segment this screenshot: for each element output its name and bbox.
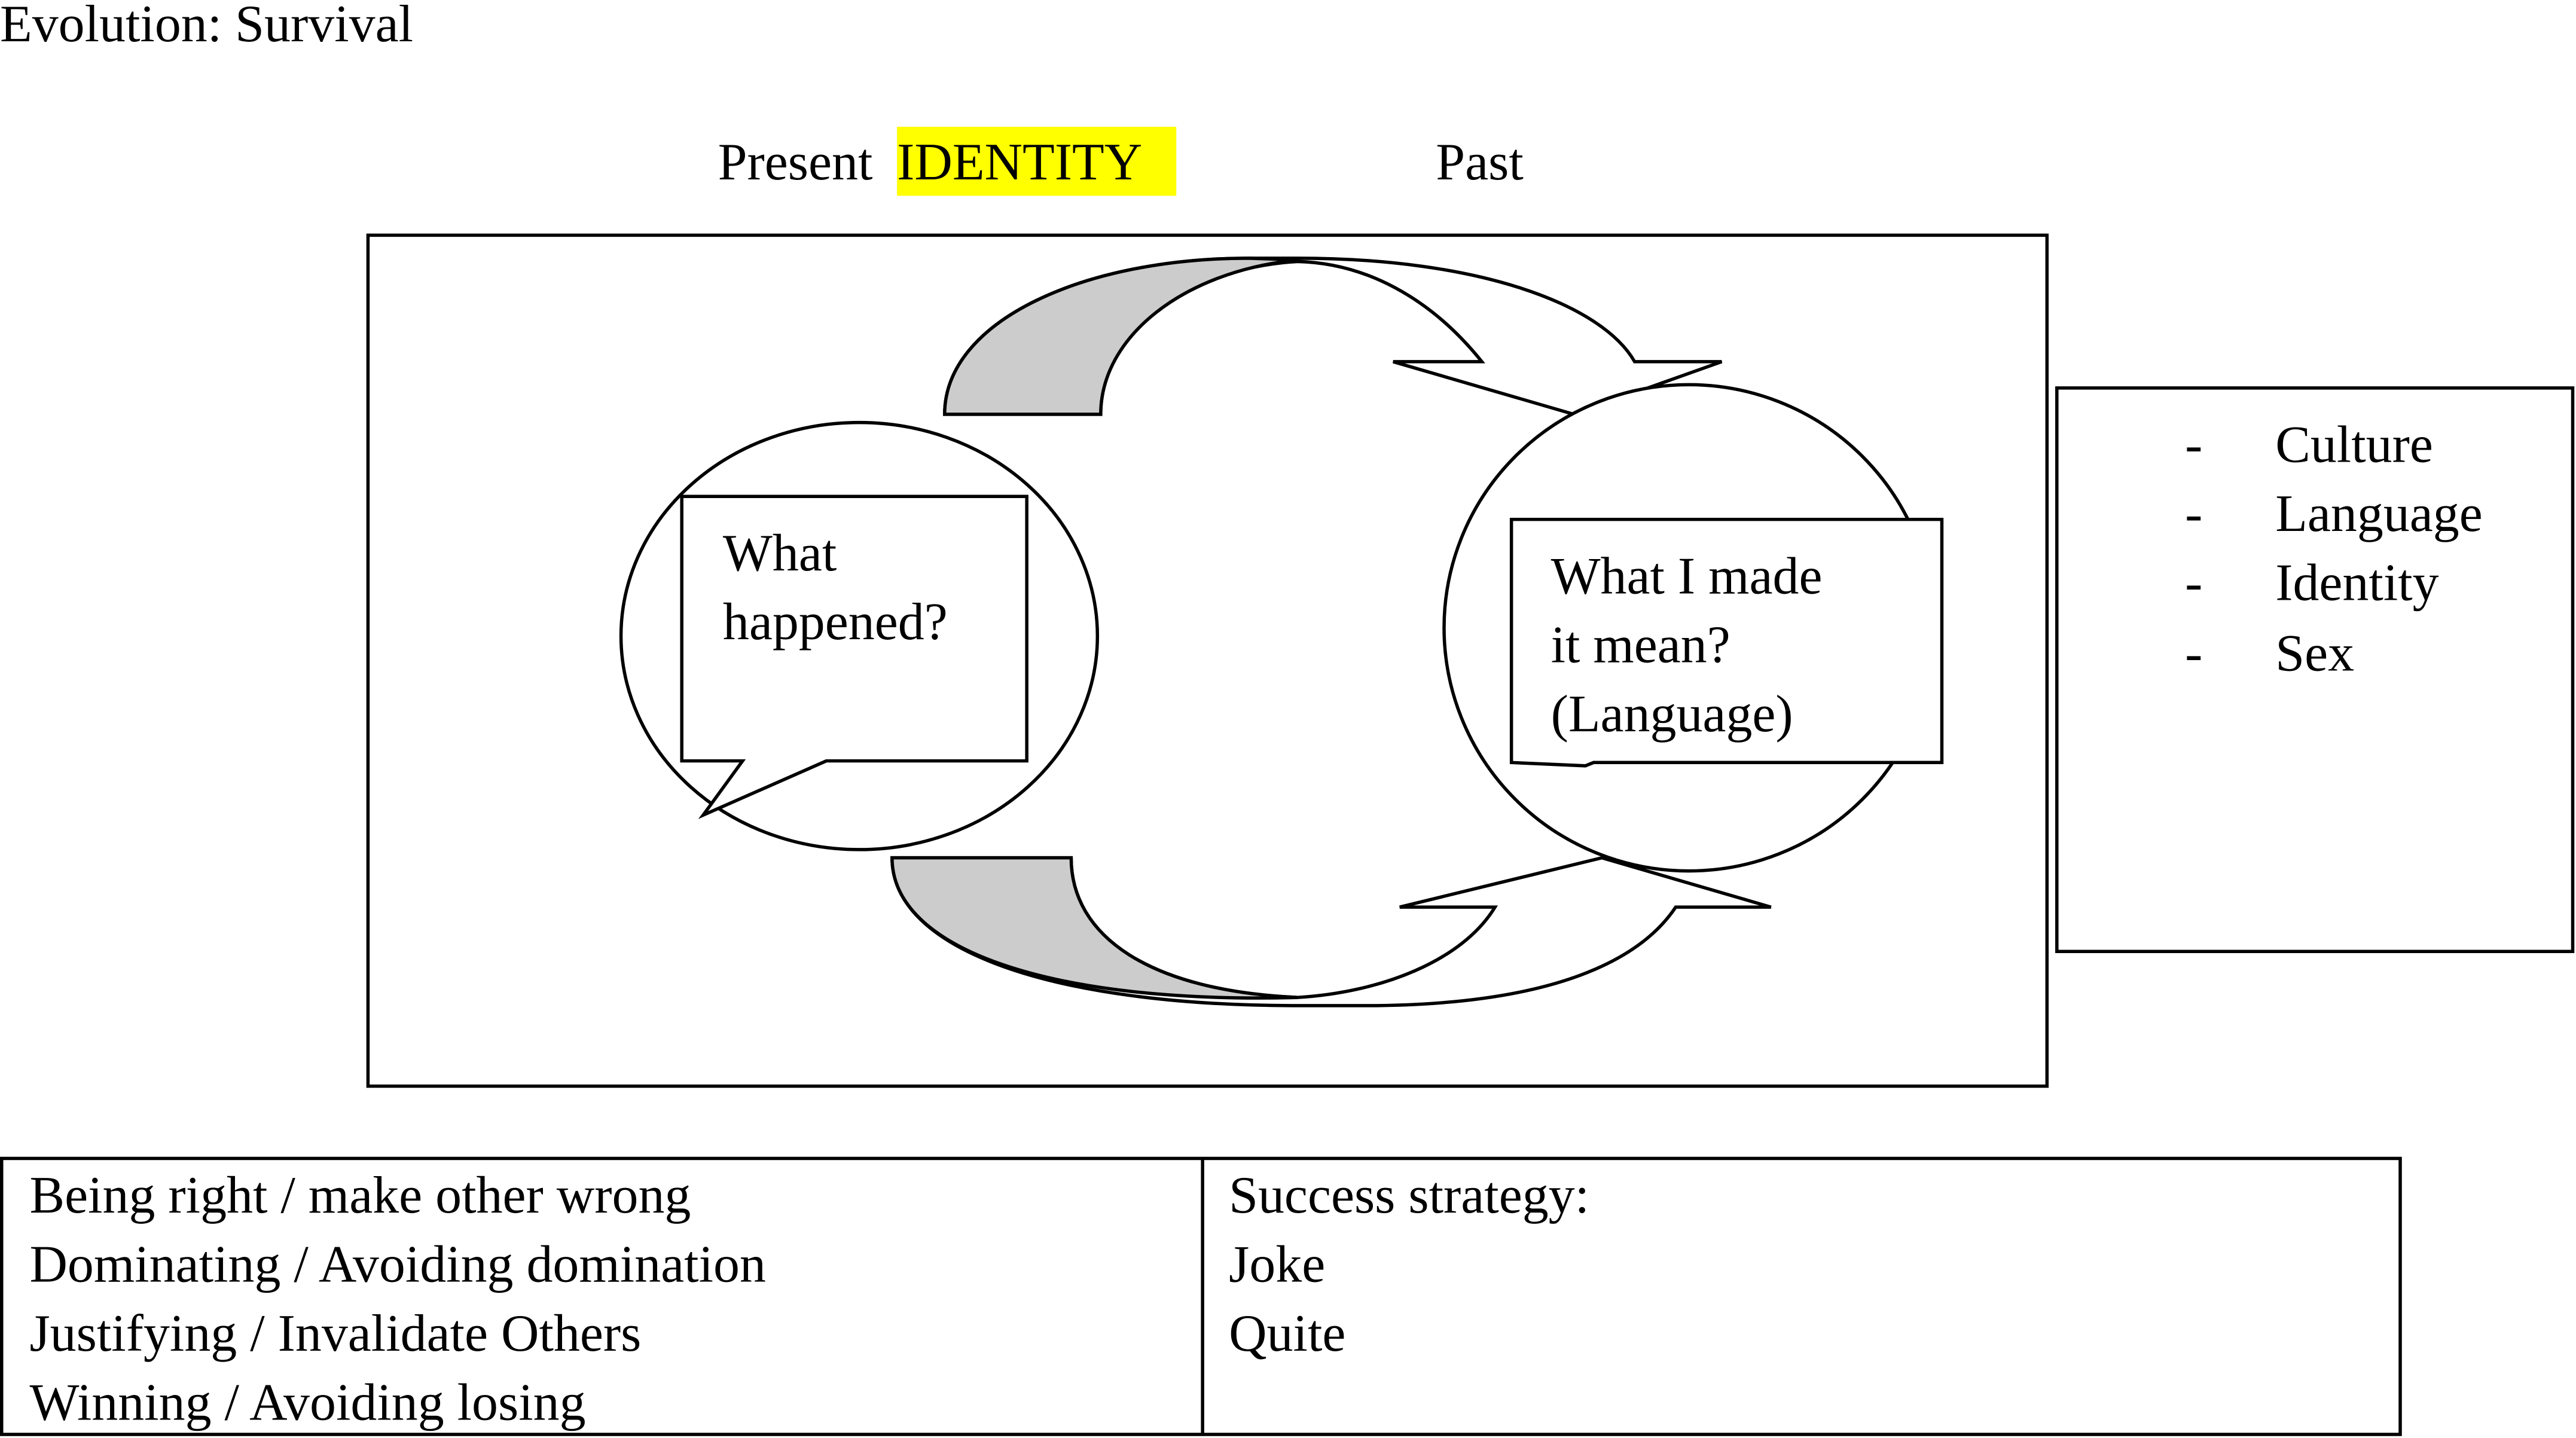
table-cell: Being right / make other wrong <box>29 1167 691 1225</box>
past-label: Past <box>1436 133 1524 191</box>
side-list: - Culture - Language - Identity - Sex <box>2185 416 2483 683</box>
top-curved-arrow <box>943 257 1723 416</box>
bullet: - <box>2185 416 2202 474</box>
right-bubble-line: What I made <box>1551 547 1823 605</box>
left-bubble-line: happened? <box>723 593 948 651</box>
table-cell: Dominating / Avoiding domination <box>29 1236 765 1294</box>
right-bubble-line: it mean? <box>1551 616 1730 674</box>
identity-label: IDENTITY <box>897 133 1142 191</box>
side-list-box <box>2055 386 2575 954</box>
left-bubble-line: What <box>723 524 837 582</box>
table-cell: Winning / Avoiding losing <box>29 1373 585 1431</box>
page-title: Evolution: Survival <box>0 0 413 53</box>
bullet: - <box>2185 624 2202 682</box>
table-cell: Quite <box>1229 1305 1345 1363</box>
bottom-curved-arrow <box>890 856 1772 1007</box>
list-item: Language <box>2275 485 2483 543</box>
present-label: Present <box>718 133 873 191</box>
meaning-callout <box>1509 517 1944 768</box>
what-happened-callout <box>680 494 1028 819</box>
list-item: Sex <box>2275 624 2354 682</box>
bullet: - <box>2185 554 2202 612</box>
list-item: Culture <box>2275 416 2433 474</box>
list-item: Identity <box>2275 554 2438 612</box>
identity-highlight <box>897 127 1177 196</box>
table-cell: Joke <box>1229 1236 1325 1294</box>
table-cell: Justifying / Invalidate Others <box>29 1305 641 1363</box>
bullet: - <box>2185 485 2202 543</box>
main-frame <box>366 233 2049 1088</box>
table-cell: Success strategy: <box>1229 1167 1589 1225</box>
right-bubble-line: (Language) <box>1551 685 1793 743</box>
bottom-table: Being right / make other wrong Dominatin… <box>0 1156 2402 1436</box>
